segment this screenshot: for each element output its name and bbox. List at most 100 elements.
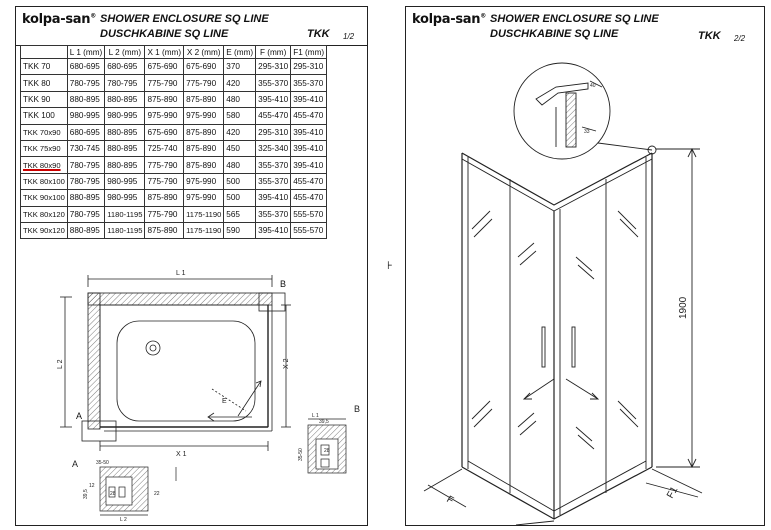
dimension-cell: 875-890 [183,123,225,141]
callout-dim-33 [581,126,597,132]
dimension-cell: 395-410 [255,189,292,207]
dimension-cell: 980-995 [104,189,146,207]
dimension-cell: 420 [223,123,257,141]
right-handle [571,326,576,368]
model-cell: TKK 90x100 [20,189,68,207]
detail-a-title: A [72,459,78,469]
dimension-cell: 1180-1195 [104,221,146,240]
callout-dim-33-label: 33 [584,129,590,135]
model-cell: TKK 100 [20,107,68,125]
dimension-cell: 455-470 [290,189,328,207]
dimension-cell: 355-370 [255,205,292,223]
dimension-cell: 780-795 [66,205,106,223]
dimension-cell: 780-795 [66,74,106,92]
label-x1: X 1 [176,451,187,458]
dimension-cell: 775-790 [144,156,185,174]
dimension-cell: 355-370 [255,74,292,92]
dimension-cell: 295-310 [255,123,292,141]
table-header-row: L 1 (mm)L 2 (mm)X 1 (mm)X 2 (mm)E (mm)F … [20,45,328,59]
detail-a-d6: L 2 [120,517,127,523]
brand-name: kolpa-san [22,12,91,27]
model-cell: TKK 90x120 [20,221,68,240]
sheet-header-2: kolpa-san® SHOWER ENCLOSURE SQ LINE DUSC… [406,7,764,45]
f-dim-line [427,484,467,508]
spec-sheet-2: kolpa-san® SHOWER ENCLOSURE SQ LINE DUSC… [405,6,765,526]
dimension-table: L 1 (mm)L 2 (mm)X 1 (mm)X 2 (mm)E (mm)F … [20,45,328,240]
dimension-cell: 780-795 [104,74,146,92]
model-cell: TKK 90 [20,90,68,109]
column-header [20,45,68,59]
dimension-cell: 450 [223,139,257,158]
detail-b-drawing [307,418,347,474]
column-header: L 2 (mm) [104,45,146,59]
column-header: F1 (mm) [290,45,328,59]
column-header: E (mm) [223,45,257,59]
column-header: F (mm) [255,45,292,59]
back-wall [87,292,273,306]
title-german: DUSCHKABINE SQ LINE [100,28,229,40]
dimension-cell: 590 [223,221,257,240]
dimension-cell: 325-340 [255,139,292,158]
f-ext-left [423,468,463,492]
dimension-cell: 395-410 [290,139,328,158]
detail-b-d1: 39,5 [319,419,329,425]
dimension-cell: 880-895 [104,90,146,109]
dimension-cell: 875-890 [183,156,225,174]
dimension-cell: 500 [223,172,257,191]
dimension-cell: 480 [223,90,257,109]
dimension-cell: 455-470 [255,107,292,125]
dimension-cell: 455-470 [290,172,328,191]
brand-logo: kolpa-san® [22,12,96,27]
dimension-cell: 500 [223,189,257,207]
arrowhead-side [255,380,262,388]
detail-a-d2: 12 [89,483,95,489]
height-label: 1900 [678,296,689,319]
f-label: F [445,494,456,507]
bottom-rail [461,466,653,520]
title-german-2: DUSCHKABINE SQ LINE [490,28,619,40]
dimension-cell: 875-890 [183,90,225,109]
dimension-cell: 555-570 [290,221,328,240]
detail-a-drawing [99,466,177,516]
drain-inner [149,344,157,352]
right-swing-arrow [565,378,599,400]
shower-tray-basin [116,320,256,422]
dimension-cell: 680-695 [104,57,146,76]
height-arrow-bottom [687,458,697,469]
dimension-cell: 395-410 [255,90,292,109]
dimension-cell: 880-895 [66,189,106,207]
model-code-2: TKK [698,30,721,42]
height-arrow-top [687,147,697,158]
dimension-cell: 555-570 [290,205,328,223]
dimension-cell: 580 [223,107,257,125]
dimension-cell: 420 [223,74,257,92]
detail-b-d2: 28 [324,448,330,454]
callout-profile-side [565,92,577,148]
title-english-2: SHOWER ENCLOSURE SQ LINE [490,13,659,25]
label-l2: L 2 [57,359,64,369]
model-cell: TKK 75x90 [20,139,68,158]
dimension-cell: 355-370 [255,172,292,191]
cursor-icon: ⊦ [387,260,393,272]
detail-a-d1: 35-50 [96,460,109,466]
dimension-cell: 880-895 [66,90,106,109]
dimension-cell: 725-740 [144,139,185,158]
left-swing-arrowhead [522,392,532,400]
left-swing-arrow [523,378,555,400]
dimension-cell: 975-990 [144,107,185,125]
dimension-cell: 355-370 [255,156,292,174]
brand-logo-2: kolpa-san® [412,12,486,27]
dimension-cell: 975-990 [183,189,225,207]
detail-a-d4: 28 [110,491,116,497]
dimension-cell: 355-370 [290,74,328,92]
f1-ext-right [651,468,703,494]
plan-view-drawing: L 1 L 2 X 1 X 2 E A B B L 1 39,5 28 35-5… [57,270,360,523]
dimension-cell: 680-695 [66,123,106,141]
detail-b-d3: 35-50 [298,448,304,461]
dimension-cell: 455-470 [290,107,328,125]
